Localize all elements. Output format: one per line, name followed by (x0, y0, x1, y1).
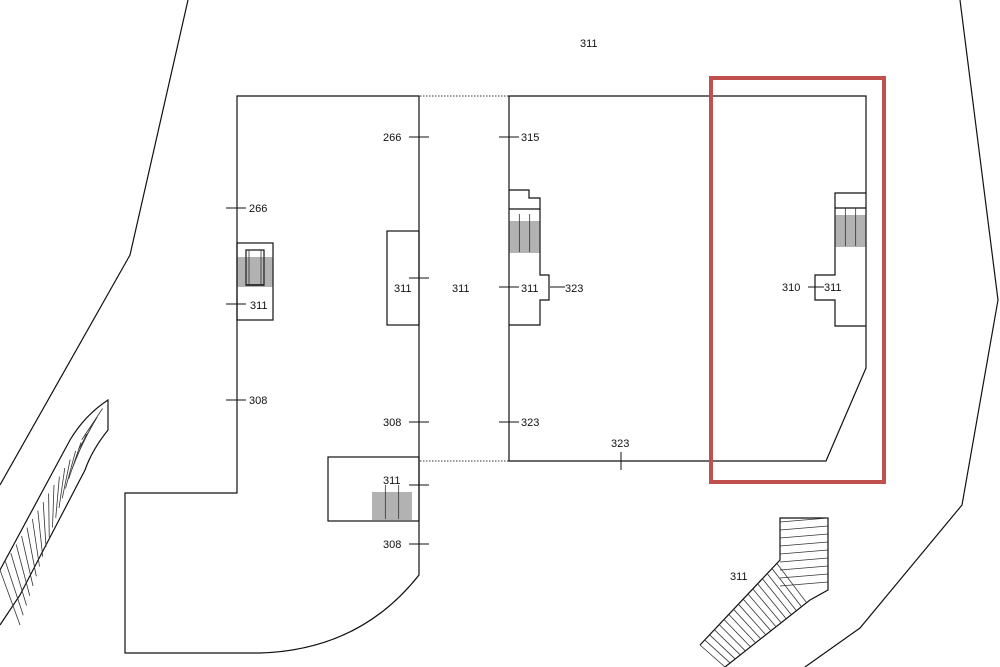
hatch-line (728, 614, 756, 644)
hatch-line (42, 501, 47, 548)
hatch-line (699, 644, 726, 667)
hatch-line (718, 624, 746, 652)
right-building (508, 95, 867, 462)
hatch-line (58, 467, 66, 509)
hatch-line (81, 408, 103, 440)
level-label: 311 (580, 38, 598, 50)
hatch-line (742, 598, 772, 632)
walkways (420, 95, 509, 462)
hatch-line (752, 588, 782, 624)
level-label: 308 (383, 539, 401, 551)
level-label: 311 (394, 283, 412, 295)
level-label: 308 (249, 395, 267, 407)
hatch-line (21, 535, 34, 587)
level-label: 266 (383, 132, 401, 144)
stair-icon (509, 214, 540, 253)
hatch-line (704, 639, 731, 664)
hatch-line (10, 552, 27, 606)
hatch-line (762, 578, 792, 615)
hatch-line (37, 510, 44, 557)
level-label: 266 (249, 203, 267, 215)
hatch-line (714, 629, 741, 656)
hatch-line (723, 619, 751, 648)
hatch-line (747, 593, 777, 628)
hatch-line (48, 493, 50, 538)
level-label: 311 (452, 283, 470, 295)
hatch-line (65, 450, 76, 489)
hatch-line (779, 557, 829, 563)
hatch-line (733, 609, 761, 640)
ramp-left (0, 398, 109, 626)
stair-icon (372, 485, 412, 520)
level-label: 311 (250, 300, 268, 312)
hatch-line (757, 583, 787, 620)
level-label: 323 (611, 438, 629, 450)
stair-icon (835, 208, 866, 247)
hatch-line (78, 416, 98, 450)
hatch-line (32, 518, 40, 567)
hatch-line (55, 476, 60, 518)
level-label: 311 (730, 571, 748, 583)
ramp-right (699, 517, 829, 667)
level-ticks (226, 136, 824, 545)
hatch-line (779, 581, 829, 587)
hatch-line (709, 634, 736, 660)
left-building (124, 95, 420, 654)
level-label: 311 (824, 282, 842, 294)
level-label: 311 (383, 475, 401, 487)
hatch-line (15, 544, 31, 596)
hatch-line (26, 527, 37, 577)
hatch-line (0, 569, 21, 626)
hatch-line (779, 549, 829, 555)
level-labels: 311 266 315 266 311 311 311 311 323 310 … (249, 38, 842, 583)
level-label: 310 (782, 282, 800, 294)
level-label: 315 (521, 132, 539, 144)
hatch-line (779, 517, 829, 523)
hatch-line (52, 484, 55, 528)
hatch-line (779, 573, 829, 579)
level-label: 311 (521, 283, 539, 295)
level-label: 323 (521, 417, 539, 429)
level-label: 323 (565, 283, 583, 295)
level-label: 308 (383, 417, 401, 429)
hatch-line (738, 603, 767, 636)
hatch-line (779, 541, 829, 547)
hatch-line (779, 565, 829, 571)
hatch-line (5, 561, 24, 616)
hatch-line (61, 459, 71, 499)
hatch-line (779, 525, 829, 531)
hatch-line (779, 533, 829, 539)
hatch-line (766, 573, 797, 611)
highlight-selection[interactable] (709, 76, 886, 484)
stair-icon (237, 249, 273, 287)
hatch-line (771, 568, 802, 607)
